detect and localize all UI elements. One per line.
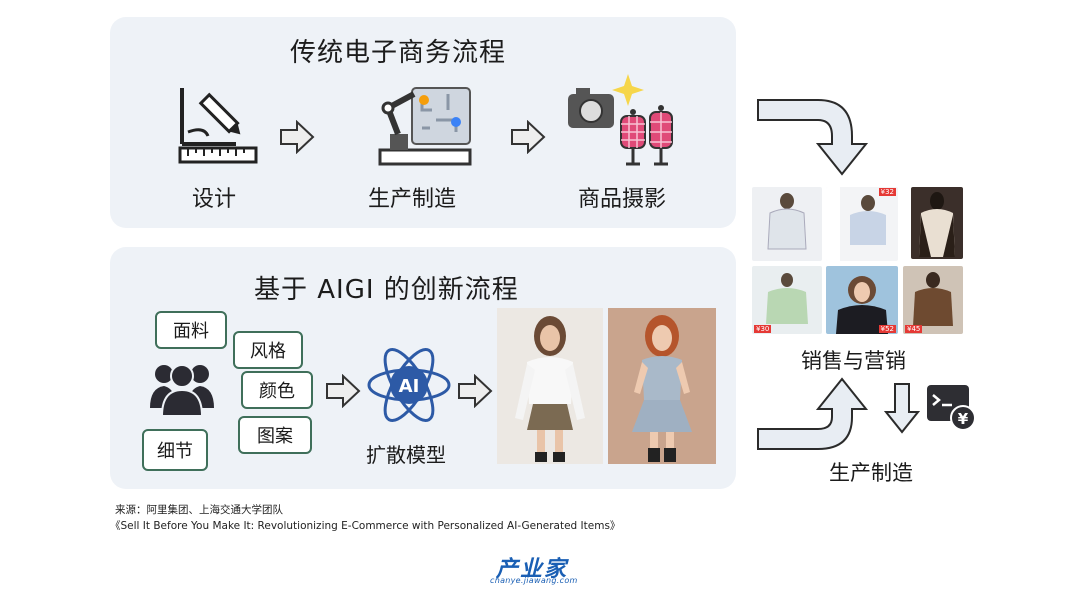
input-color-bubble: 颜色 [241, 371, 313, 409]
product-thumb-4: ¥30 [752, 266, 822, 334]
brand-logo: 产业家 [496, 557, 569, 582]
input-fabric-label: 面料 [173, 321, 209, 342]
ai-badge-label: AI [399, 376, 420, 397]
product-thumb-6: ¥45 [903, 266, 963, 334]
ai-atom-icon: AI [367, 348, 451, 422]
flow-arrow-icon [511, 120, 546, 154]
price-tag: ¥45 [905, 325, 923, 333]
source-line-2: 《Sell It Before You Make It: Revolutioni… [110, 520, 621, 532]
svg-text:¥: ¥ [958, 410, 969, 428]
robot-arm-icon [378, 87, 472, 166]
flow-arrow-icon [326, 374, 361, 408]
sales-marketing-label: 销售与营销 [801, 349, 906, 373]
input-color-label: 颜色 [259, 381, 295, 402]
product-thumb-2: ¥32 [826, 187, 898, 261]
flow-arrow-icon [458, 374, 493, 408]
price-tag: ¥32 [878, 188, 896, 196]
input-pattern-label: 图案 [257, 426, 293, 447]
input-pattern-bubble: 图案 [238, 416, 312, 454]
ruler-pencil-icon [178, 88, 258, 164]
price-tag: ¥30 [754, 325, 772, 333]
product-thumb-1 [752, 187, 822, 261]
terminal-yen-icon: ¥ [927, 385, 976, 431]
input-fabric-bubble: 面料 [155, 311, 227, 349]
step-photography-label: 商品摄影 [578, 187, 667, 212]
generated-item-photo-2 [608, 308, 716, 464]
input-style-bubble: 风格 [233, 331, 303, 369]
aigi-flow-title: 基于 AIGI 的创新流程 [254, 275, 519, 305]
production-label: 生产制造 [829, 461, 913, 485]
step-manufacturing-label: 生产制造 [368, 187, 457, 212]
people-icon [150, 364, 214, 416]
price-tag: ¥52 [878, 325, 896, 333]
generated-item-photo-1 [497, 308, 603, 464]
curved-arrow-down-icon [757, 99, 869, 176]
input-style-label: 风格 [250, 341, 286, 362]
product-thumb-5: ¥52 [826, 266, 898, 334]
traditional-flow-title: 传统电子商务流程 [290, 38, 507, 68]
arrow-down-icon [884, 383, 920, 434]
brand-logo-url: chanye.jiawang.com [490, 576, 578, 585]
curved-arrow-up-icon [757, 377, 869, 450]
input-detail-label: 细节 [157, 441, 193, 462]
camera-mannequin-icon [568, 74, 673, 166]
step-design-label: 设计 [192, 187, 237, 212]
diffusion-model-label: 扩散模型 [366, 443, 446, 467]
source-line-1: 来源：阿里集团、上海交通大学团队 [115, 504, 283, 516]
product-thumb-3 [911, 187, 963, 259]
input-detail-bubble: 细节 [142, 429, 208, 471]
flow-arrow-icon [280, 120, 315, 154]
